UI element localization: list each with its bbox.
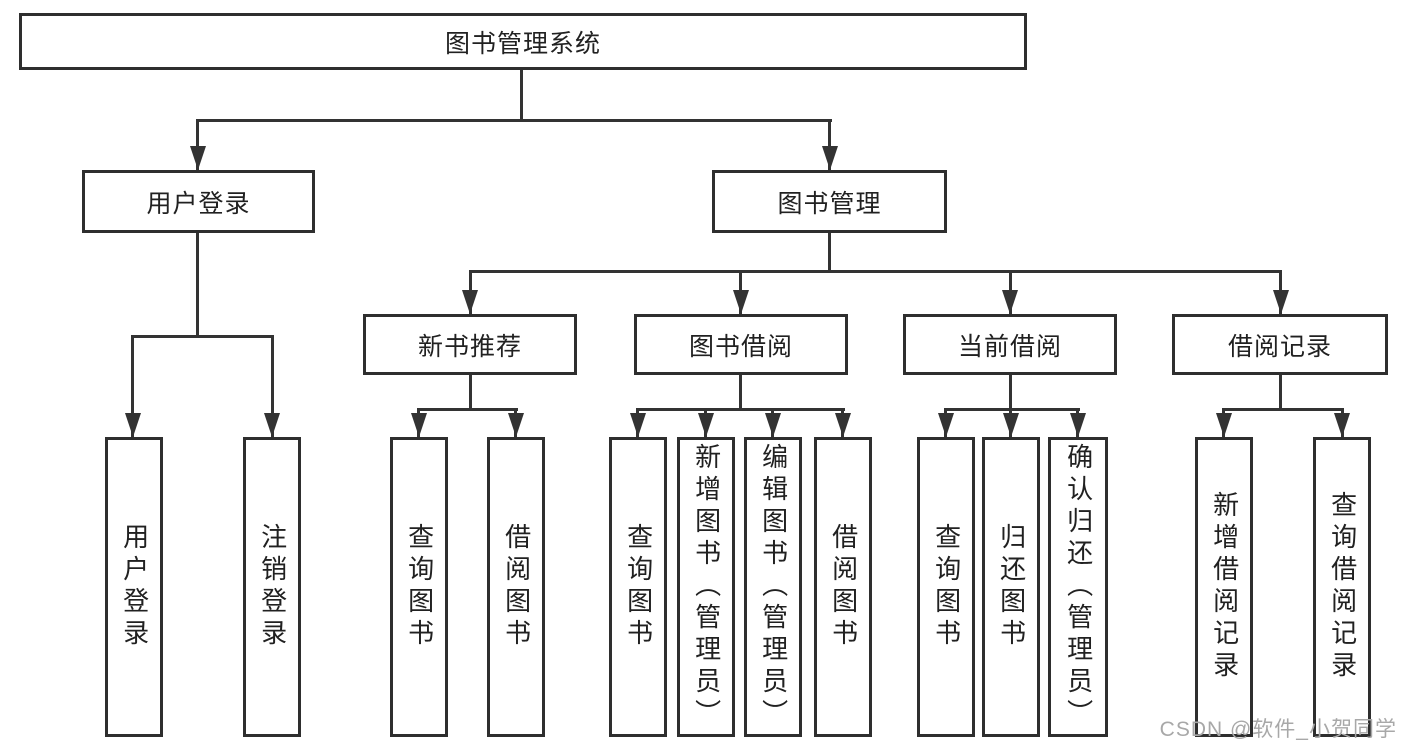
node-label: 图书借阅 bbox=[688, 332, 793, 361]
arrowhead-rec-query bbox=[411, 413, 427, 437]
node-label: 当前借阅 bbox=[957, 332, 1062, 361]
edge-drop-book-management bbox=[828, 119, 831, 170]
arrowhead-book-management bbox=[822, 146, 838, 170]
node-label: 新增借阅记录 bbox=[1209, 491, 1240, 683]
node-label: 用户登录 bbox=[119, 523, 150, 651]
node-label: 查询借阅记录 bbox=[1327, 491, 1358, 683]
arrowhead-borrow-add bbox=[698, 413, 714, 437]
leaf-current-query-books: 查询图书 bbox=[917, 437, 975, 737]
arrowhead-record-query bbox=[1334, 413, 1350, 437]
arrowhead-current-borrow bbox=[1002, 290, 1018, 314]
arrowhead-user-login bbox=[190, 146, 206, 170]
node-label: 新增图书（管理员） bbox=[691, 443, 722, 731]
edge-login-bar bbox=[131, 335, 274, 338]
edge-root-stem bbox=[520, 70, 523, 119]
edge-manage-bar bbox=[469, 270, 1282, 273]
edge-borrow-bar bbox=[636, 408, 845, 411]
leaf-user-login: 用户登录 bbox=[105, 437, 163, 737]
edge-drop-logout-leaf bbox=[271, 335, 274, 437]
node-user-login: 用户登录 bbox=[82, 170, 315, 233]
node-label: 编辑图书（管理员） bbox=[758, 443, 789, 731]
leaf-borrow-query-books: 查询图书 bbox=[609, 437, 667, 737]
arrowhead-logout-leaf bbox=[264, 413, 280, 437]
leaf-record-query-borrow-record: 查询借阅记录 bbox=[1313, 437, 1371, 737]
edge-drop-login-leaf bbox=[131, 335, 134, 437]
arrowhead-new-book-recommend bbox=[462, 290, 478, 314]
edge-manage-stem bbox=[828, 233, 831, 270]
leaf-rec-query-books: 查询图书 bbox=[390, 437, 448, 737]
arrowhead-borrow-query bbox=[630, 413, 646, 437]
node-current-borrow: 当前借阅 bbox=[903, 314, 1117, 375]
edge-level1-bar bbox=[196, 119, 832, 122]
node-label: 注销登录 bbox=[257, 523, 288, 651]
node-label: 借阅图书 bbox=[501, 523, 532, 651]
node-label: 借阅记录 bbox=[1227, 332, 1332, 361]
node-label: 新书推荐 bbox=[417, 332, 522, 361]
node-label: 归还图书 bbox=[996, 523, 1027, 651]
leaf-record-add-borrow-record: 新增借阅记录 bbox=[1195, 437, 1253, 737]
node-label: 查询图书 bbox=[931, 523, 962, 651]
node-library-management-system: 图书管理系统 bbox=[19, 13, 1027, 70]
node-label: 图书管理 bbox=[777, 189, 882, 218]
node-new-book-recommend: 新书推荐 bbox=[363, 314, 577, 375]
csdn-watermark: CSDN @软件_小贺同学 bbox=[1159, 718, 1397, 741]
edge-drop-user-login bbox=[196, 119, 199, 170]
leaf-current-return-books: 归还图书 bbox=[982, 437, 1040, 737]
arrowhead-current-query bbox=[938, 413, 954, 437]
arrowhead-borrow-borrow bbox=[835, 413, 851, 437]
arrowhead-current-confirm bbox=[1070, 413, 1086, 437]
arrowhead-borrow-edit bbox=[765, 413, 781, 437]
leaf-borrow-edit-books-admin: 编辑图书（管理员） bbox=[744, 437, 802, 737]
leaf-current-confirm-return-admin: 确认归还（管理员） bbox=[1048, 437, 1108, 737]
node-label: 查询图书 bbox=[404, 523, 435, 651]
leaf-logout: 注销登录 bbox=[243, 437, 301, 737]
edge-rec-bar bbox=[417, 408, 518, 411]
leaf-borrow-add-books-admin: 新增图书（管理员） bbox=[677, 437, 735, 737]
edge-login-stem bbox=[196, 233, 199, 335]
edge-current-bar bbox=[944, 408, 1080, 411]
node-book-borrow: 图书借阅 bbox=[634, 314, 848, 375]
edge-record-stem bbox=[1279, 375, 1282, 408]
leaf-borrow-borrow-books: 借阅图书 bbox=[814, 437, 872, 737]
arrowhead-current-return bbox=[1003, 413, 1019, 437]
edge-current-stem bbox=[1009, 375, 1012, 408]
node-label: 确认归还（管理员） bbox=[1063, 443, 1094, 731]
node-label: 图书管理系统 bbox=[444, 29, 601, 58]
node-label: 用户登录 bbox=[146, 189, 251, 218]
arrowhead-borrow-records bbox=[1273, 290, 1289, 314]
arrowhead-login-leaf bbox=[125, 413, 141, 437]
leaf-rec-borrow-books: 借阅图书 bbox=[487, 437, 545, 737]
edge-rec-stem bbox=[469, 375, 472, 408]
arrowhead-book-borrow bbox=[733, 290, 749, 314]
arrowhead-rec-borrow bbox=[508, 413, 524, 437]
edge-borrow-stem bbox=[739, 375, 742, 408]
edge-record-bar bbox=[1222, 408, 1344, 411]
node-borrow-records: 借阅记录 bbox=[1172, 314, 1388, 375]
node-label: 借阅图书 bbox=[828, 523, 859, 651]
node-book-management: 图书管理 bbox=[712, 170, 947, 233]
arrowhead-record-add bbox=[1216, 413, 1232, 437]
node-label: 查询图书 bbox=[623, 523, 654, 651]
